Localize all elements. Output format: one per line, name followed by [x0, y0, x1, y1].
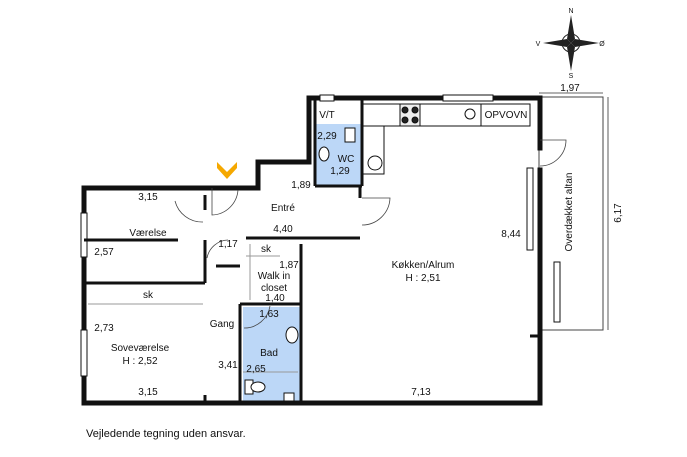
dim-6-17: 6,17 — [613, 203, 624, 223]
dim-1-97: 1,97 — [560, 83, 580, 94]
compass-rose-icon — [543, 15, 599, 71]
dim-1-29: 1,29 — [330, 166, 350, 177]
dim-8-44: 8,44 — [501, 229, 521, 240]
dim-1-17: 1,17 — [218, 239, 238, 250]
dim-2-73: 2,73 — [94, 323, 114, 334]
dim-3-15-bottom: 3,15 — [138, 387, 158, 398]
room-entre: Entré — [271, 203, 295, 214]
room-wc: WC — [338, 154, 355, 165]
dim-2-65: 2,65 — [246, 364, 266, 375]
compass-north: N — [568, 8, 573, 15]
compass-west: V — [536, 41, 541, 48]
outer-walls — [81, 95, 543, 406]
label-vt: V/T — [319, 110, 335, 121]
room-walkin-1: Walk in — [258, 271, 290, 282]
label-sk-vaerelse: sk — [143, 290, 154, 301]
dim-1-63: 1,63 — [259, 309, 279, 320]
compass-east: Ø — [599, 41, 605, 48]
room-sovevaerelse: Soveværelse — [111, 343, 170, 354]
kitchen-counters — [361, 103, 531, 175]
dim-1-40: 1,40 — [265, 293, 285, 304]
room-kokken: Køkken/Alrum — [392, 260, 455, 271]
compass-south: S — [569, 73, 574, 80]
entrance-marker-icon — [217, 162, 237, 179]
room-gang: Gang — [210, 319, 234, 330]
dim-2-29: 2,29 — [317, 131, 337, 142]
room-walkin-2: closet — [261, 283, 287, 294]
room-altan: Overdækket altan — [564, 173, 575, 252]
dim-2-57: 2,57 — [94, 247, 114, 258]
partitions — [88, 244, 298, 373]
room-vaerelse: Værelse — [129, 228, 167, 239]
dim-1-89: 1,89 — [291, 180, 311, 191]
sanitary — [244, 127, 356, 402]
windows — [80, 94, 561, 377]
room-bad: Bad — [260, 348, 278, 359]
room-sovevaerelse-height: H : 2,52 — [122, 356, 157, 367]
disclaimer: Vejledende tegning uden ansvar. — [86, 428, 246, 440]
label-opvovn: OPVOVN — [485, 110, 528, 121]
label-sk-closet: sk — [261, 244, 272, 255]
dim-7-13: 7,13 — [411, 387, 431, 398]
dim-1-87: 1,87 — [279, 260, 299, 271]
dim-3-41: 3,41 — [218, 360, 238, 371]
dim-3-15-top: 3,15 — [138, 192, 158, 203]
room-kokken-height: H : 2,51 — [405, 273, 440, 284]
door-swings — [174, 139, 567, 329]
dim-4-40: 4,40 — [273, 224, 293, 235]
